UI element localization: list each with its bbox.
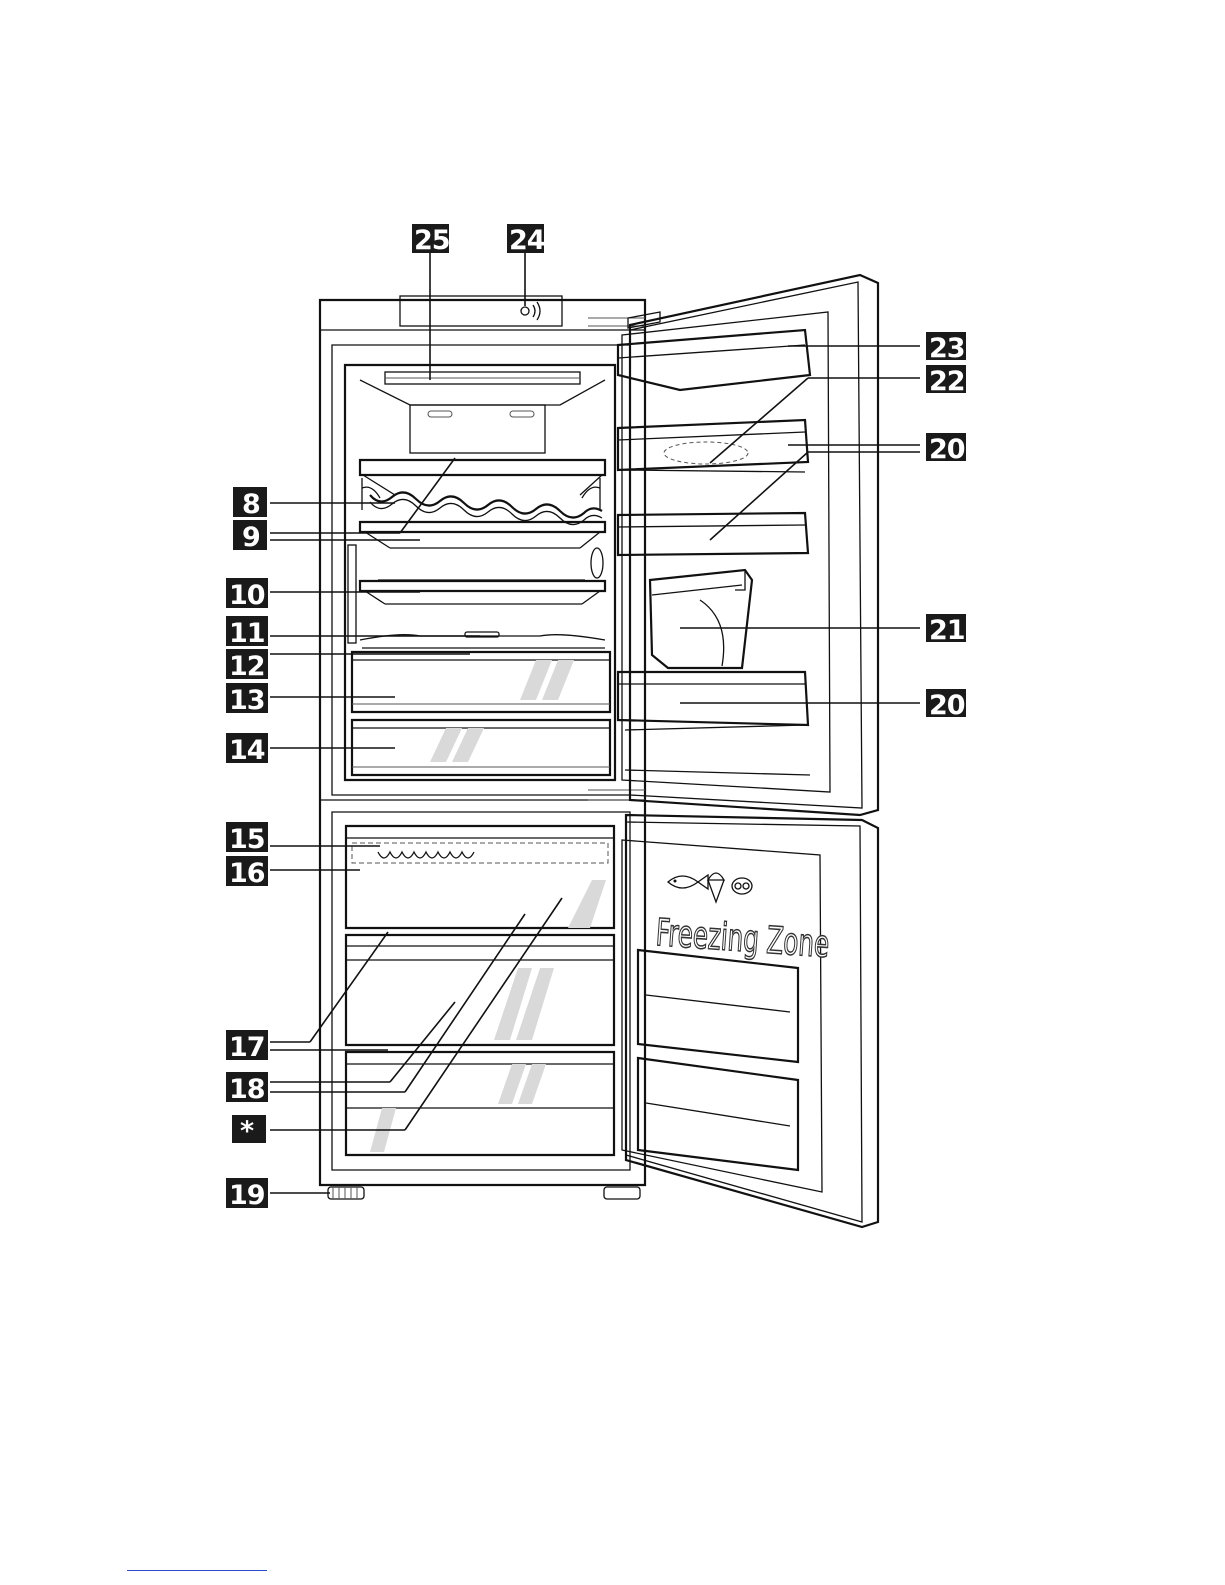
svg-text:8: 8 bbox=[242, 489, 260, 520]
freezing-zone-label: Freezing Zone bbox=[655, 912, 831, 967]
svg-text:9: 9 bbox=[242, 522, 260, 553]
svg-text:16: 16 bbox=[229, 858, 265, 889]
callout-20-lower: 20 bbox=[926, 689, 966, 721]
freezer-door: Freezing Zone bbox=[622, 815, 878, 1227]
svg-text:19: 19 bbox=[229, 1180, 265, 1211]
fish-icon bbox=[668, 875, 708, 889]
callout-21: 21 bbox=[926, 614, 966, 646]
callout-24: 24 bbox=[507, 224, 545, 256]
callout-17: 17 bbox=[226, 1030, 268, 1063]
callout-14: 14 bbox=[226, 733, 268, 766]
callout-9: 9 bbox=[233, 520, 267, 553]
svg-text:10: 10 bbox=[229, 580, 265, 611]
callout-12: 12 bbox=[226, 649, 268, 682]
callout-star: * bbox=[232, 1115, 266, 1147]
callout-8: 8 bbox=[233, 487, 267, 520]
svg-text:12: 12 bbox=[229, 651, 265, 682]
svg-text:15: 15 bbox=[229, 824, 265, 855]
callout-15: 15 bbox=[226, 822, 268, 855]
callout-10: 10 bbox=[226, 578, 268, 611]
svg-text:23: 23 bbox=[929, 333, 965, 364]
callout-11: 11 bbox=[226, 616, 268, 649]
svg-text:21: 21 bbox=[929, 615, 965, 646]
svg-text:24: 24 bbox=[509, 225, 545, 256]
callout-19: 19 bbox=[226, 1178, 268, 1211]
callout-22: 22 bbox=[926, 365, 966, 397]
svg-text:11: 11 bbox=[229, 618, 265, 649]
svg-text:14: 14 bbox=[229, 735, 265, 766]
callout-23: 23 bbox=[926, 332, 966, 364]
fridge-door bbox=[618, 275, 878, 815]
svg-text:17: 17 bbox=[229, 1032, 265, 1063]
svg-text:20: 20 bbox=[929, 434, 965, 465]
callout-16: 16 bbox=[226, 856, 268, 889]
callout-25: 25 bbox=[412, 224, 450, 256]
svg-text:25: 25 bbox=[414, 225, 450, 256]
callout-13: 13 bbox=[226, 683, 268, 716]
callout-18: 18 bbox=[226, 1072, 268, 1105]
footer-link-underline[interactable] bbox=[127, 1570, 267, 1571]
svg-text:18: 18 bbox=[229, 1074, 265, 1105]
svg-text:20: 20 bbox=[929, 690, 965, 721]
svg-text:22: 22 bbox=[929, 366, 965, 397]
svg-text:13: 13 bbox=[229, 685, 265, 716]
food-icon bbox=[732, 878, 752, 894]
callout-20-upper: 20 bbox=[926, 433, 966, 465]
ice-cream-icon bbox=[708, 873, 724, 902]
svg-text:*: * bbox=[240, 1116, 254, 1147]
